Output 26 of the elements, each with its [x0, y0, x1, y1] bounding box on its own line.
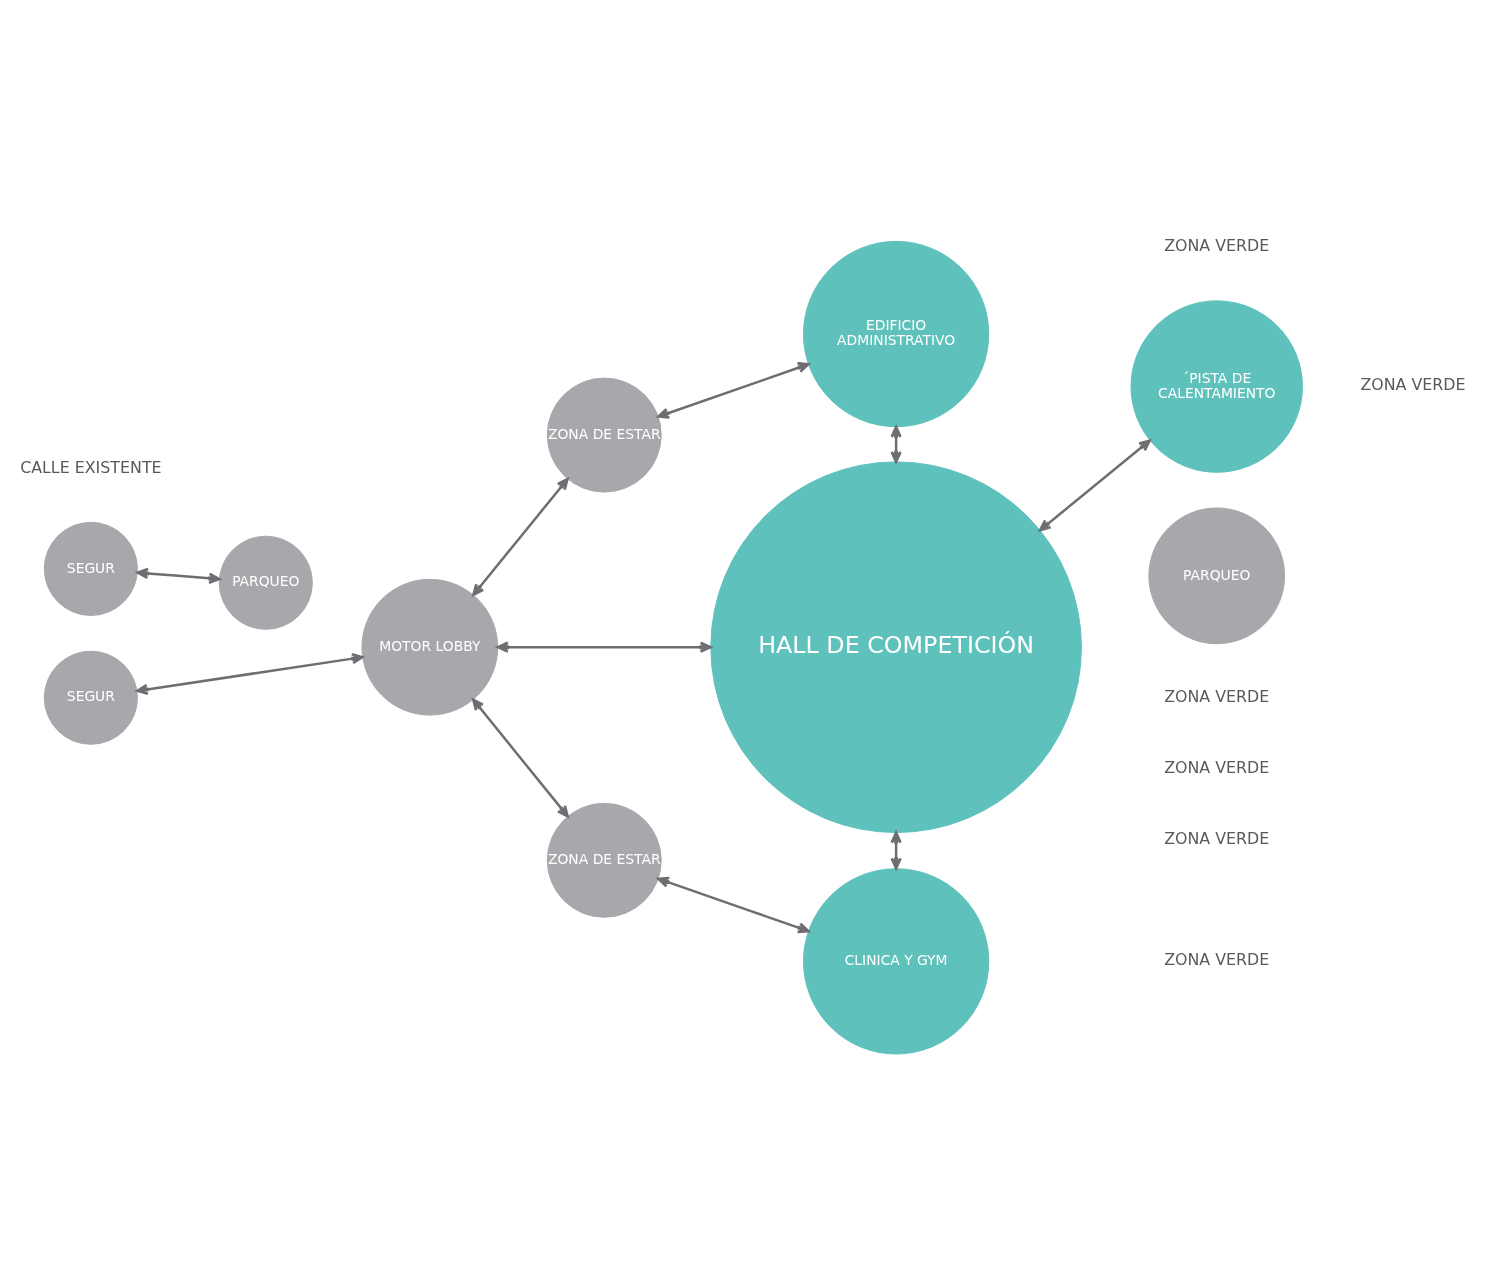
node-circle: PARQUEO	[218, 535, 313, 630]
arrow	[1038, 439, 1151, 532]
label: ZONA VERDE	[1164, 686, 1270, 706]
label: ZONA VERDE	[1360, 375, 1466, 395]
node-circle: PARQUEO	[1148, 507, 1286, 645]
arrow	[136, 653, 364, 696]
node-circle: CLINICA Y GYM	[802, 868, 990, 1055]
node-circle: ´PISTA DE CALENTAMIENTO	[1130, 300, 1303, 473]
label: CALLE EXISTENTE	[20, 457, 162, 477]
arrow	[890, 425, 902, 464]
arrow	[496, 641, 712, 653]
arrow	[657, 362, 810, 419]
arrow	[472, 698, 569, 818]
node-circle: HALL DE COMPETICIÓN	[710, 461, 1082, 834]
node-circle: MOTOR LOBBY	[361, 578, 499, 716]
node-circle: SEGUR	[43, 650, 138, 745]
label: ZONA VERDE	[1164, 829, 1270, 849]
label: ZONA VERDE	[1164, 235, 1270, 255]
arrow	[136, 567, 221, 584]
label: ZONA VERDE	[1164, 757, 1270, 777]
node-circle: SEGUR	[43, 521, 138, 616]
label: ZONA VERDE	[1164, 950, 1270, 970]
arrow	[890, 831, 902, 870]
node-circle: EDIFICIO ADMINISTRATIVO	[802, 240, 990, 428]
arrow	[472, 477, 569, 596]
arrow	[657, 876, 810, 934]
